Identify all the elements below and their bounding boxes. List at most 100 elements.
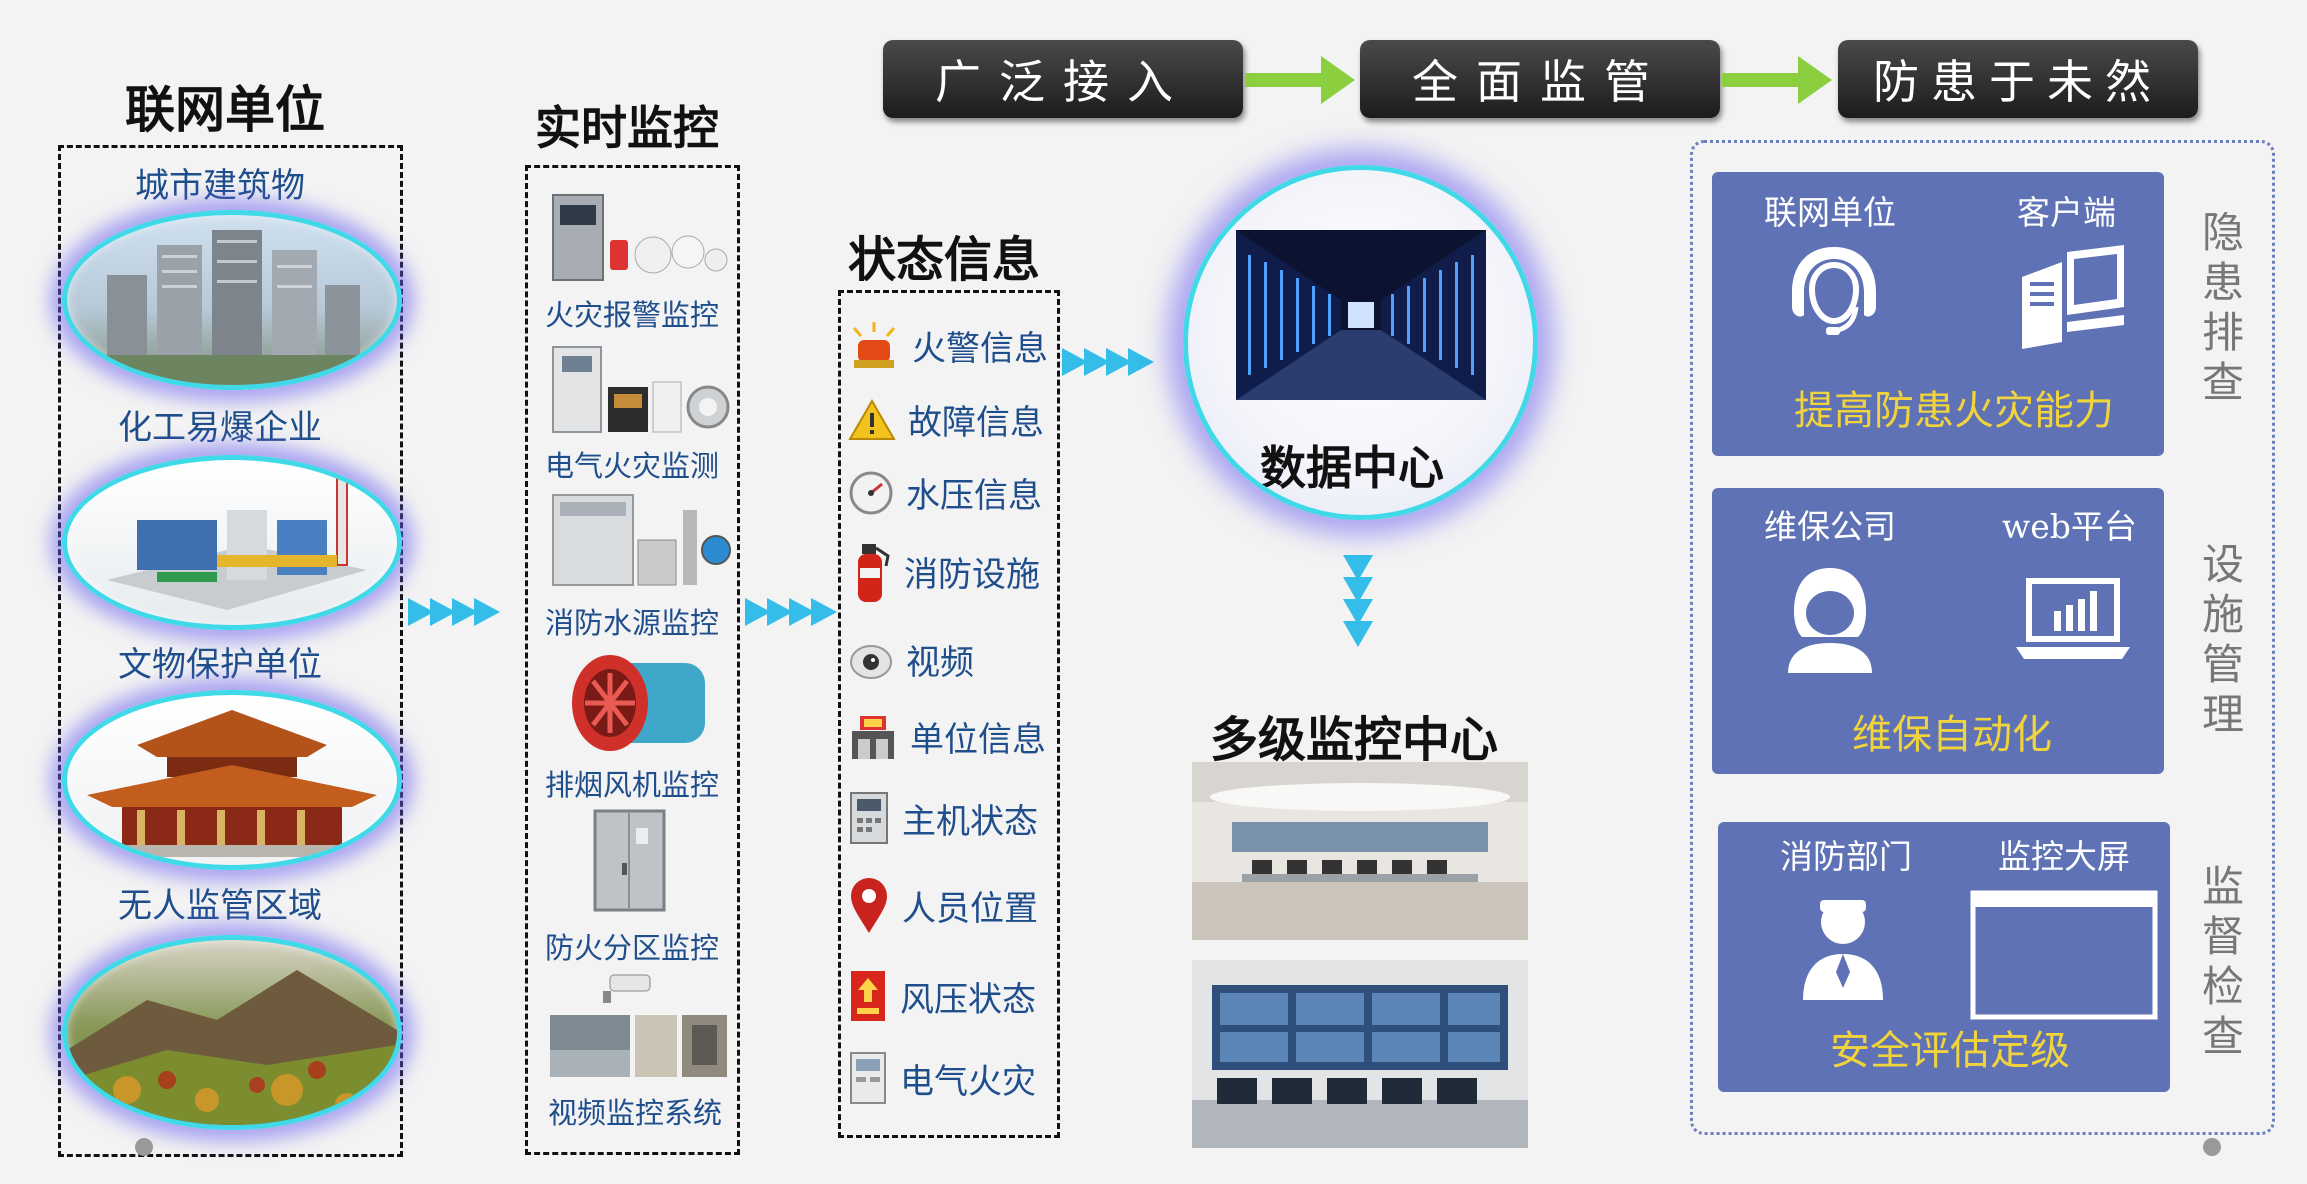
chevron-mid-1 bbox=[745, 598, 771, 626]
status-text-video: 视频 bbox=[906, 643, 974, 683]
alarm-light-icon bbox=[852, 322, 896, 368]
control-room-photo-2 bbox=[1192, 960, 1528, 1148]
dome-camera-icon bbox=[850, 644, 892, 679]
ellipse-heritage bbox=[62, 690, 402, 870]
monitor-label-video: 视频监控系统 bbox=[548, 1096, 723, 1130]
monitor-title: 实时监控 bbox=[535, 101, 719, 155]
unit-label-heritage: 文物保护单位 bbox=[118, 645, 322, 685]
pipeline-step-supervise: 全面监管 bbox=[1360, 40, 1720, 118]
status-text-fire-alarm: 火警信息 bbox=[912, 328, 1048, 369]
data-center-label: 数据中心 bbox=[1260, 441, 1444, 495]
big-screen-icon bbox=[1970, 890, 2158, 1020]
web-platform-laptop-icon bbox=[2016, 578, 2130, 659]
control-room-photo-1 bbox=[1192, 762, 1528, 940]
status-item-fault: 故障信息 bbox=[848, 395, 1044, 444]
fire-station-icon bbox=[852, 715, 894, 759]
panel3-right-label: 监控大屏 bbox=[1998, 837, 2130, 876]
control-panel-icon bbox=[850, 792, 888, 844]
panel1-left-label: 联网单位 bbox=[1764, 193, 1896, 232]
ellipse-unmanned bbox=[62, 935, 402, 1130]
chevron-mid-2 bbox=[767, 598, 793, 626]
status-list: 火警信息 故障信息 水压信息 消防设施 视频 单位信息 主机状态 人员位置 风压… bbox=[848, 300, 1058, 1130]
down-chevrons bbox=[1343, 555, 1373, 675]
status-text-location: 人员位置 bbox=[902, 888, 1038, 929]
side-label-hazard: 隐患排查 bbox=[2201, 208, 2244, 407]
chemical-plant-illustration bbox=[107, 464, 367, 610]
status-item-electrical: 电气火灾 bbox=[848, 1050, 1036, 1106]
pipeline-arrow-1 bbox=[1245, 56, 1355, 104]
service-agent-icon bbox=[1788, 568, 1872, 673]
electrical-monitor-icon bbox=[850, 1052, 886, 1104]
chevron-dc-1 bbox=[1062, 348, 1088, 376]
panel3-left-label: 消防部门 bbox=[1780, 837, 1912, 876]
chevron-left-1 bbox=[408, 598, 434, 626]
monitor-label-zone: 防火分区监控 bbox=[545, 931, 720, 965]
status-text-water-pressure: 水压信息 bbox=[906, 476, 1042, 516]
chevron-mid-4 bbox=[811, 598, 837, 626]
status-text-unit: 单位信息 bbox=[910, 720, 1046, 760]
buildings-illustration bbox=[67, 230, 397, 385]
status-item-fire-alarm: 火警信息 bbox=[848, 320, 1048, 370]
temple-illustration bbox=[87, 710, 377, 857]
water-source-devices-icon bbox=[552, 494, 731, 586]
left-dashed-box bbox=[58, 145, 403, 1157]
fire-door-icon bbox=[593, 809, 666, 912]
smoke-exhaust-fan-icon bbox=[572, 655, 705, 751]
status-text-wind-pressure: 风压状态 bbox=[900, 979, 1036, 1020]
status-text-electrical: 电气火灾 bbox=[900, 1061, 1036, 1102]
left-title: 联网单位 bbox=[125, 81, 325, 139]
status-item-video: 视频 bbox=[848, 635, 974, 684]
panel3-bottom-label: 安全评估定级 bbox=[1830, 1028, 2070, 1074]
status-text-host: 主机状态 bbox=[902, 801, 1038, 842]
unit-label-buildings: 城市建筑物 bbox=[135, 166, 305, 206]
chevron-left-2 bbox=[430, 598, 456, 626]
headset-agent-icon bbox=[1792, 247, 1876, 335]
right-dotted-box bbox=[1690, 140, 2275, 1135]
location-pin-icon bbox=[851, 878, 887, 933]
electrical-fire-devices-icon bbox=[552, 346, 730, 433]
fire-extinguisher-icon bbox=[858, 544, 890, 602]
pipeline-arrow-2 bbox=[1722, 56, 1832, 104]
monitor-label-fan: 排烟风机监控 bbox=[545, 768, 720, 802]
status-item-location: 人员位置 bbox=[848, 875, 1038, 935]
ellipse-chemical bbox=[62, 455, 402, 630]
multi-center-title: 多级监控中心 bbox=[1210, 712, 1499, 768]
wind-pressure-sign-icon bbox=[851, 971, 885, 1021]
video-surveillance-icon bbox=[550, 974, 727, 1077]
status-item-facilities: 消防设施 bbox=[848, 538, 1040, 604]
chevron-dc-3 bbox=[1106, 348, 1132, 376]
panel2-right-label: web平台 bbox=[2002, 507, 2137, 546]
side-label-facility: 设施管理 bbox=[2201, 540, 2244, 739]
status-item-water-pressure: 水压信息 bbox=[848, 468, 1042, 517]
status-item-host: 主机状态 bbox=[848, 790, 1038, 846]
panel-supervision: 消防部门 监控大屏 安全评估定级 bbox=[1718, 822, 2170, 1092]
monitor-label-water: 消防水源监控 bbox=[545, 606, 720, 640]
pressure-gauge-icon bbox=[849, 471, 893, 514]
chevron-dc-2 bbox=[1084, 348, 1110, 376]
chevron-left-4 bbox=[474, 598, 500, 626]
server-room-illustration bbox=[1236, 230, 1486, 400]
unit-label-chemical: 化工易爆企业 bbox=[118, 408, 322, 448]
panel2-bottom-label: 维保自动化 bbox=[1852, 712, 2052, 758]
monitor-label-fire-alarm: 火灾报警监控 bbox=[545, 298, 720, 332]
status-title: 状态信息 bbox=[848, 232, 1041, 288]
pipeline-step-access: 广泛接入 bbox=[883, 40, 1243, 118]
panel2-left-label: 维保公司 bbox=[1764, 507, 1896, 546]
chevron-left-3 bbox=[452, 598, 478, 626]
panel1-bottom-label: 提高防患火灾能力 bbox=[1794, 388, 2114, 434]
status-text-fault: 故障信息 bbox=[908, 403, 1044, 443]
warning-triangle-icon bbox=[848, 398, 896, 440]
fire-alarm-devices-icon bbox=[552, 194, 728, 281]
panel-hazard: 联网单位 客户端 提高防患火灾能力 bbox=[1712, 172, 2164, 456]
fire-officer-icon bbox=[1803, 900, 1883, 1000]
left-box-bottom-dot bbox=[135, 1138, 153, 1156]
chevron-dc-4 bbox=[1128, 348, 1154, 376]
right-box-bottom-dot bbox=[2203, 1138, 2221, 1156]
side-label-supervision: 监督检查 bbox=[2201, 862, 2244, 1061]
client-computer-icon bbox=[2022, 245, 2124, 349]
ellipse-buildings bbox=[62, 210, 402, 390]
status-item-unit: 单位信息 bbox=[848, 712, 1046, 761]
status-item-wind-pressure: 风压状态 bbox=[848, 968, 1036, 1024]
monitor-label-electrical: 电气火灾监测 bbox=[545, 449, 720, 483]
pipeline-step-prevent: 防患于未然 bbox=[1838, 40, 2198, 118]
